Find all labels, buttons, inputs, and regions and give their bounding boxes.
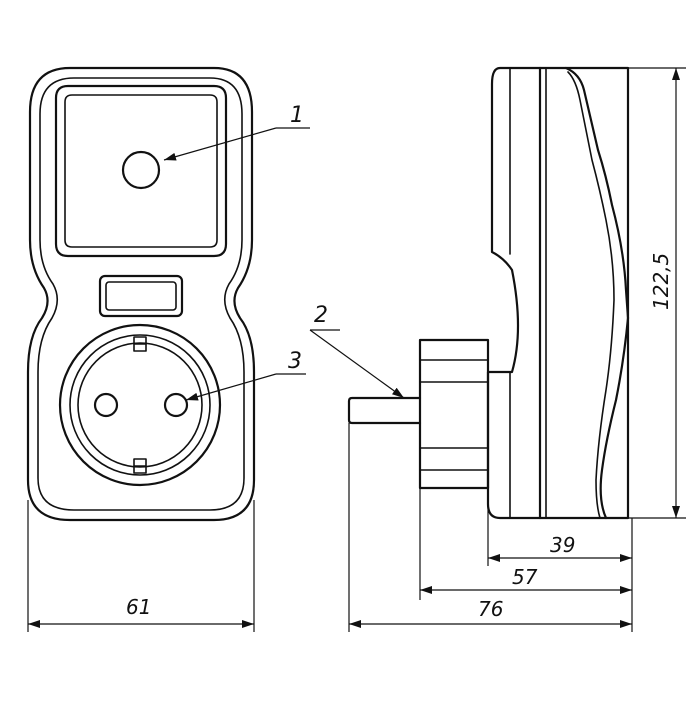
socket-face	[77, 342, 203, 468]
dimension-depth-39: 39	[487, 504, 633, 632]
dimension-side-height: 122,5	[628, 67, 686, 519]
plug-ring	[418, 338, 490, 490]
front-top-panel-inner	[64, 94, 218, 248]
dimension-label-57: 57	[512, 565, 538, 589]
switch-window	[98, 274, 184, 318]
dimension-label-39: 39	[550, 533, 575, 557]
socket-inner-ring	[69, 334, 211, 476]
dimension-front-width: 61	[27, 500, 255, 632]
callout-3: 3	[185, 349, 306, 401]
front-housing-inner	[37, 77, 245, 511]
socket-hole-right	[163, 392, 189, 418]
side-view	[347, 66, 630, 520]
dimension-label-76: 76	[478, 597, 503, 621]
dimension-label-61: 61	[126, 595, 151, 619]
socket-hole-left	[93, 392, 119, 418]
side-front-contour-inner	[567, 71, 615, 519]
callout-label-1: 1	[290, 103, 304, 128]
callout-label-3: 3	[288, 349, 302, 374]
callout-label-2: 2	[314, 303, 328, 328]
switch-window-inner	[105, 281, 177, 311]
side-front-contour	[564, 66, 630, 520]
plug-pin	[347, 396, 422, 425]
dimension-label-122-5: 122,5	[649, 253, 673, 310]
callout-1: 1	[163, 103, 310, 161]
front-top-panel	[54, 84, 228, 258]
front-housing-outer	[26, 66, 256, 522]
socket-outer-ring	[58, 323, 222, 487]
callout-2: 2	[309, 303, 405, 399]
side-body	[486, 66, 630, 520]
dimension-depth-76: 76	[348, 423, 632, 632]
dimension-depth-57: 57	[419, 488, 632, 600]
indicator-lamp	[121, 150, 161, 190]
front-view	[26, 66, 256, 522]
